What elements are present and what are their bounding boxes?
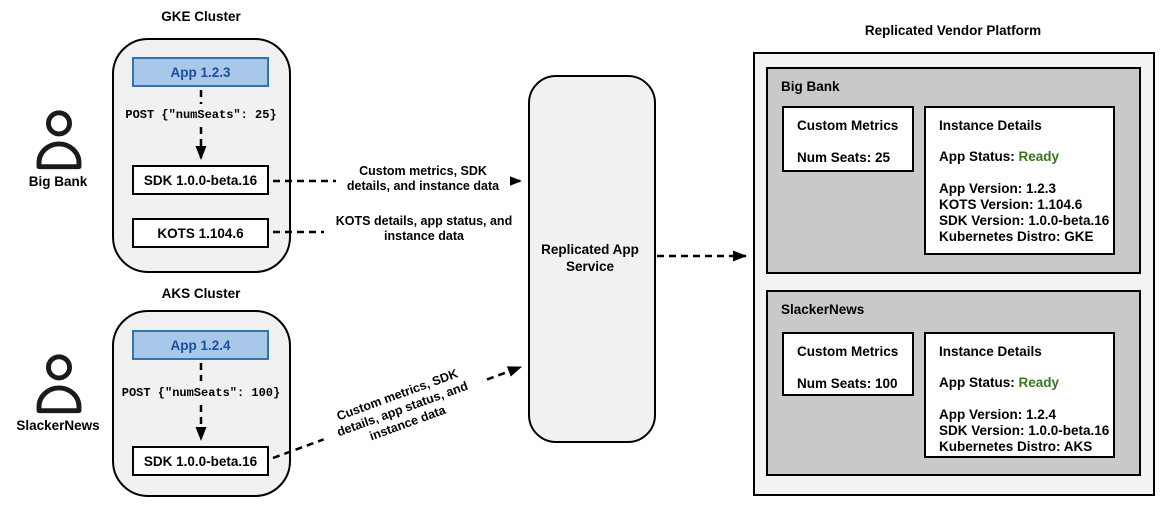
aks-cluster-title: AKS Cluster	[161, 286, 241, 301]
detail-line: App Version: 1.2.3	[939, 181, 1057, 196]
detail-lines: App Version: 1.2.3 KOTS Version: 1.104.6…	[926, 164, 1113, 245]
app-status-label: App Status:	[939, 375, 1019, 390]
flow-label-slackernews-sdk: Custom metrics, SDK details, app status,…	[315, 358, 490, 460]
app-status-label: App Status:	[939, 149, 1019, 164]
detail-line: SDK Version: 1.0.0-beta.16	[939, 212, 1110, 228]
aks-sdk-node: SDK 1.0.0-beta.16	[132, 446, 269, 476]
person-icon	[36, 354, 82, 414]
gke-cluster-title: GKE Cluster	[161, 9, 241, 24]
instance-details-card: Instance Details App Status: Ready App V…	[924, 332, 1115, 458]
custom-metrics-card: Custom Metrics Num Seats: 25	[782, 106, 914, 172]
tenant-card-slackernews: SlackerNews Custom Metrics Num Seats: 10…	[766, 290, 1141, 476]
app-status-line: App Status: Ready	[926, 359, 1113, 390]
status-value: Ready	[1018, 375, 1060, 390]
card-title: Instance Details	[939, 344, 1042, 359]
app-status-line: App Status: Ready	[926, 133, 1113, 164]
gke-post-request-label: POST {"numSeats": 25}	[125, 108, 277, 122]
card-title: Custom Metrics	[797, 118, 899, 133]
instance-details-card: Instance Details App Status: Ready App V…	[924, 106, 1115, 255]
replicated-app-service-label: Replicated App Service	[541, 242, 639, 274]
detail-line: Kubernetes Distro: AKS	[939, 438, 1093, 454]
actor-slackernews-label: SlackerNews	[16, 418, 100, 433]
replicated-app-service-box	[528, 75, 656, 443]
actor-big-bank-label: Big Bank	[28, 174, 88, 189]
actor-big-bank	[32, 110, 86, 170]
flow-label-sdk-metrics: Custom metrics, SDK details, and instanc…	[336, 163, 510, 195]
card-title: Instance Details	[939, 118, 1042, 133]
detail-line: KOTS Version: 1.104.6	[939, 196, 1083, 212]
vendor-platform-title: Replicated Vendor Platform	[864, 23, 1042, 38]
tenant-name: Big Bank	[781, 79, 840, 94]
detail-line: SDK Version: 1.0.0-beta.16	[939, 422, 1110, 438]
actor-slackernews	[32, 354, 86, 414]
detail-lines: App Version: 1.2.4 SDK Version: 1.0.0-be…	[926, 390, 1113, 455]
tenant-name: SlackerNews	[781, 302, 865, 317]
detail-line: App Version: 1.2.4	[939, 407, 1057, 422]
detail-line: Kubernetes Distro: GKE	[939, 228, 1094, 244]
card-title: Custom Metrics	[797, 344, 899, 359]
metric-value: Num Seats: 25	[797, 150, 891, 165]
tenant-card-big-bank: Big Bank Custom Metrics Num Seats: 25 In…	[766, 67, 1141, 274]
aks-post-request-label: POST {"numSeats": 100}	[121, 386, 281, 400]
vendor-platform-box: Big Bank Custom Metrics Num Seats: 25 In…	[753, 52, 1155, 496]
gke-kots-node: KOTS 1.104.6	[132, 218, 269, 248]
person-icon	[36, 110, 82, 170]
flow-label-kots-details: KOTS details, app status, and instance d…	[324, 213, 524, 245]
gke-sdk-node: SDK 1.0.0-beta.16	[132, 165, 269, 195]
aks-app-node: App 1.2.4	[132, 330, 269, 360]
custom-metrics-card: Custom Metrics Num Seats: 100	[782, 332, 914, 396]
status-value: Ready	[1018, 149, 1060, 164]
metric-value: Num Seats: 100	[797, 376, 898, 391]
gke-app-node: App 1.2.3	[132, 57, 269, 87]
